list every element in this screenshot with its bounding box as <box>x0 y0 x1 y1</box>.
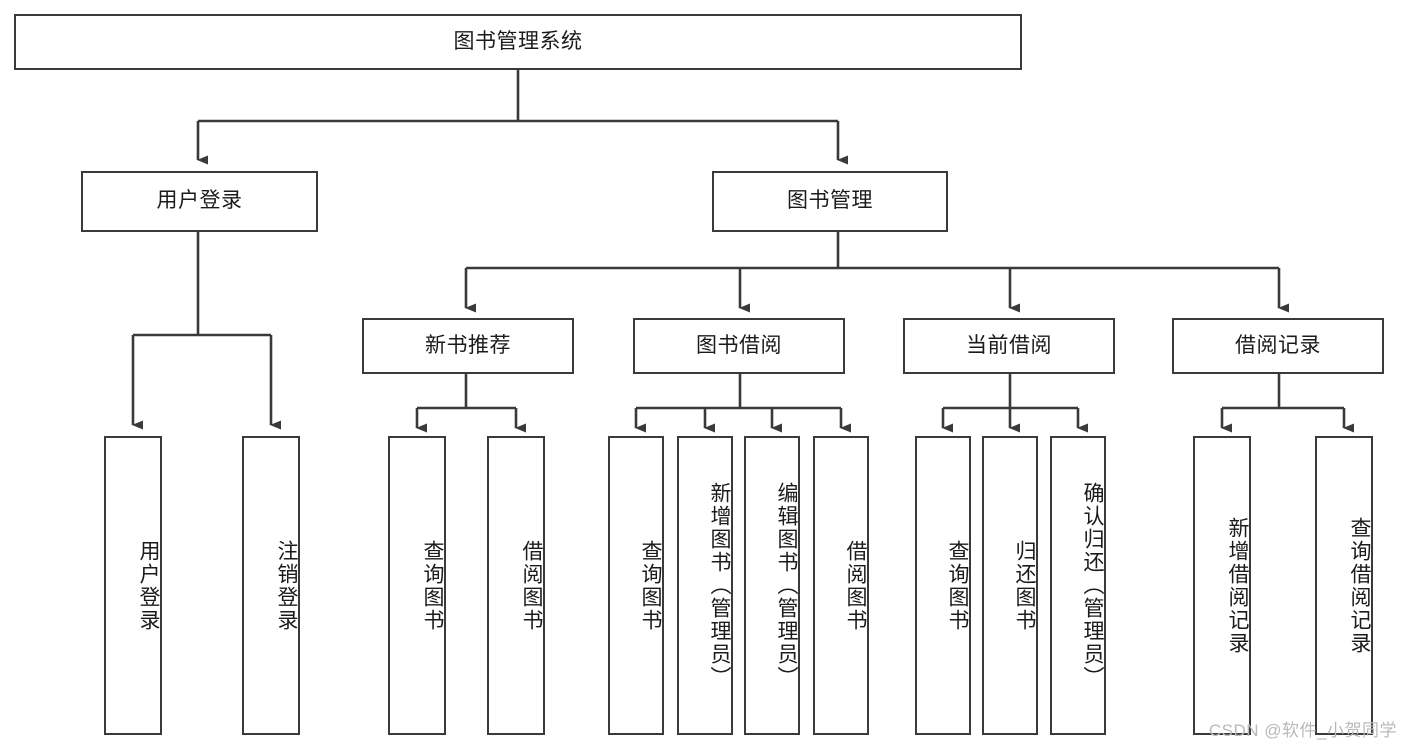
node-leaf-currentborrow-confirm[interactable]: 确认归还（管理员） <box>1050 436 1106 735</box>
node-leaf-currentborrow-query-label: 查询图书 <box>946 539 969 632</box>
node-leaf-borrowrecord-query[interactable]: 查询借阅记录 <box>1315 436 1373 735</box>
node-leaf-bookborrow-add[interactable]: 新增图书（管理员） <box>677 436 733 735</box>
node-leaf-currentborrow-return[interactable]: 归还图书 <box>982 436 1038 735</box>
node-borrow-record-label: 借阅记录 <box>1235 333 1321 357</box>
node-leaf-currentborrow-query[interactable]: 查询图书 <box>915 436 971 735</box>
node-root-system[interactable]: 图书管理系统 <box>14 14 1022 70</box>
node-leaf-bookborrow-add-label: 新增图书（管理员） <box>708 482 731 689</box>
node-current-borrow[interactable]: 当前借阅 <box>903 318 1115 374</box>
node-root-system-label: 图书管理系统 <box>453 29 583 53</box>
node-leaf-user-login-signout-label: 注销登录 <box>275 539 298 632</box>
node-book-management-label: 图书管理 <box>787 189 873 213</box>
node-leaf-borrowrecord-query-label: 查询借阅记录 <box>1348 516 1371 655</box>
node-leaf-borrowrecord-add-label: 新增借阅记录 <box>1226 516 1249 655</box>
node-borrow-record[interactable]: 借阅记录 <box>1172 318 1384 374</box>
node-leaf-borrowrecord-add[interactable]: 新增借阅记录 <box>1193 436 1251 735</box>
node-leaf-newbook-borrow[interactable]: 借阅图书 <box>487 436 545 735</box>
node-leaf-newbook-query-label: 查询图书 <box>421 539 444 632</box>
node-new-book-recommend[interactable]: 新书推荐 <box>362 318 574 374</box>
node-leaf-bookborrow-borrow-label: 借阅图书 <box>844 539 867 632</box>
node-current-borrow-label: 当前借阅 <box>966 333 1052 357</box>
node-leaf-user-login-signin[interactable]: 用户登录 <box>104 436 162 735</box>
node-leaf-newbook-query[interactable]: 查询图书 <box>388 436 446 735</box>
node-leaf-bookborrow-query-label: 查询图书 <box>639 539 662 632</box>
node-user-login-label: 用户登录 <box>156 189 243 213</box>
node-leaf-bookborrow-query[interactable]: 查询图书 <box>608 436 664 735</box>
node-leaf-bookborrow-edit[interactable]: 编辑图书（管理员） <box>744 436 800 735</box>
node-leaf-currentborrow-confirm-label: 确认归还（管理员） <box>1081 482 1104 689</box>
node-leaf-user-login-signout[interactable]: 注销登录 <box>242 436 300 735</box>
watermark-credit: CSDN @软件_小贺同学 <box>1208 721 1397 740</box>
node-leaf-bookborrow-borrow[interactable]: 借阅图书 <box>813 436 869 735</box>
node-book-management[interactable]: 图书管理 <box>712 171 948 232</box>
node-book-borrow[interactable]: 图书借阅 <box>633 318 845 374</box>
node-leaf-currentborrow-return-label: 归还图书 <box>1013 539 1036 632</box>
node-leaf-bookborrow-edit-label: 编辑图书（管理员） <box>775 482 798 689</box>
node-book-borrow-label: 图书借阅 <box>696 333 782 357</box>
node-leaf-user-login-signin-label: 用户登录 <box>137 539 160 632</box>
node-leaf-newbook-borrow-label: 借阅图书 <box>520 539 543 632</box>
node-user-login[interactable]: 用户登录 <box>81 171 318 232</box>
node-new-book-recommend-label: 新书推荐 <box>425 333 511 357</box>
